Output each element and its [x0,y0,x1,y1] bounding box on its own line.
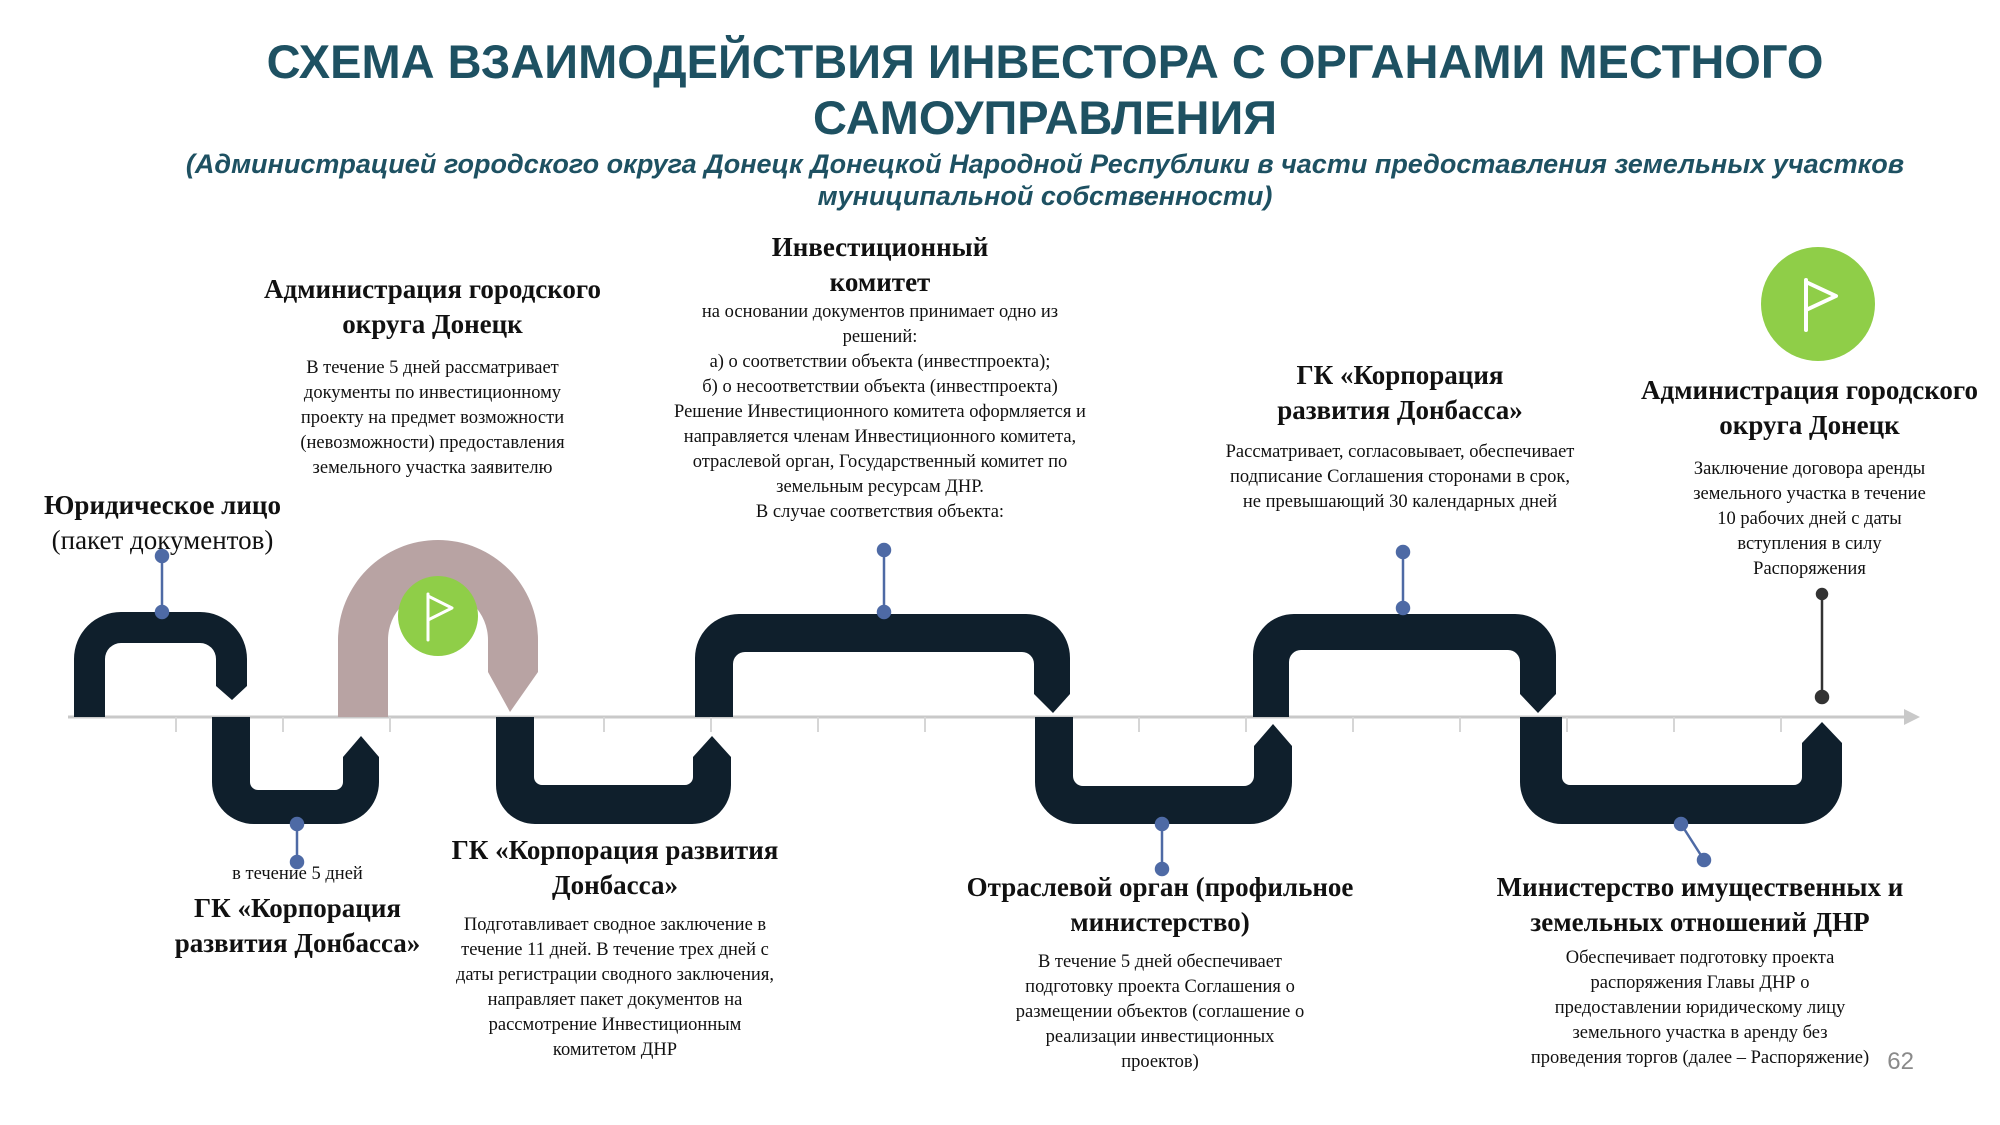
process-path [212,717,379,824]
stage-body: Рассматривает, согласовывает, обеспечива… [1225,442,1575,512]
page-number: 62 [1887,1048,1914,1075]
process-path [74,612,247,717]
stage-head: ГК «Корпорация развития Донбасса» [174,893,421,958]
connectors [154,542,1712,877]
process-path [695,614,1070,717]
stage-body: В течение 5 дней рассматривает документы… [300,358,565,478]
stage-body-line: а) о соответствии объекта (инвестпроекта… [709,352,1051,372]
process-path [1253,614,1556,717]
stage-sub: (пакет документов) [51,525,274,555]
process-path [1520,717,1842,824]
axis-ticks [175,717,1782,732]
stage-head: Инвестиционный комитет [771,232,989,297]
page-subtitle: (Администрацией городского округа Донецк… [185,149,1905,211]
stage-head: Министерство имущественных и земельных о… [1496,872,1904,937]
stage-sector: Отраслевой орган (профильное министерств… [960,870,1360,1075]
stage-head: Юридическое лицо [44,490,281,520]
stage-legal-entity: Юридическое лицо (пакет документов) [20,488,305,558]
stage-ministry: Министерство имущественных и земельных о… [1465,870,1935,1071]
stage-corp-2: ГК «Корпорация развития Донбасса» Подгот… [445,833,785,1063]
process-path [496,717,731,824]
stage-body-line: Решение Инвестиционного комитета оформля… [674,402,1086,497]
stage-admin-1: Администрация городского округа Донецк В… [255,272,610,481]
stage-head: ГК «Корпорация развития Донбасса» [1277,360,1523,425]
arch-segment [338,540,538,717]
stage-body-line: В случае соответствия объекта: [755,502,1005,522]
stage-pre: в течение 5 дней [232,864,363,884]
stage-body: Заключение договора аренды земельного уч… [1693,459,1926,579]
stage-body: на основании документов принимает одно и… [660,300,1100,525]
stage-admin-2: Администрация городского округа Донецк З… [1632,373,1987,582]
flag-icon [426,592,454,642]
final-connector [1814,587,1830,705]
page-title: СХЕМА ВЗАИМОДЕЙСТВИЯ ИНВЕСТОРА С ОРГАНАМ… [266,35,1824,144]
stage-corp-1: в течение 5 дней ГК «Корпорация развития… [150,862,445,961]
stage-committee: Инвестиционный комитет на основании доку… [660,230,1100,525]
stage-corp-3: ГК «Корпорация развития Донбасса» Рассма… [1220,358,1580,515]
stage-body: Подготавливает сводное заключение в тече… [456,915,774,1060]
stage-body: В течение 5 дней обеспечивает подготовку… [1015,952,1305,1072]
process-path [1035,717,1292,824]
stage-head: Отраслевой орган (профильное министерств… [966,872,1354,937]
stage-body-line: на основании документов принимает одно и… [701,302,1059,347]
stage-head: Администрация городского округа Донецк [1640,375,1979,440]
stage-head: ГК «Корпорация развития Донбасса» [451,835,779,900]
timeline-arrowhead [1904,709,1920,725]
stage-body: Обеспечивает подготовку проекта распоряж… [1530,948,1870,1068]
stage-head: Администрация городского округа Донецк [263,274,602,339]
stage-body-line: б) о несоответствии объекта (инвестпроек… [702,377,1058,397]
flag-icon [1804,278,1838,332]
